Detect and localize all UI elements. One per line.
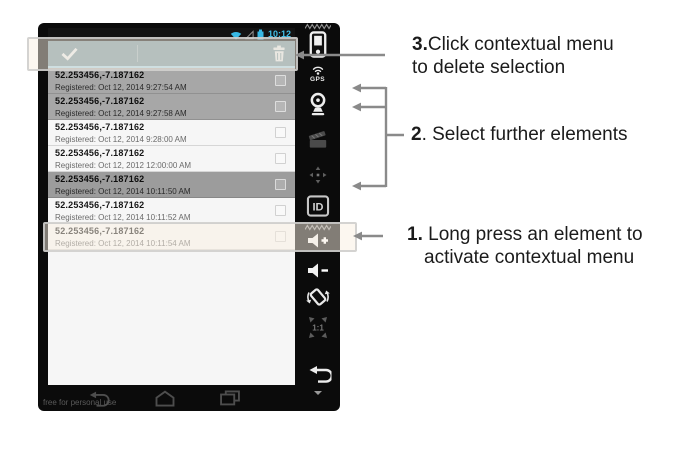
registered-text: Registered: Oct 12, 2014 9:28:00 AM: [55, 135, 187, 144]
step-text: Click contextual menu: [427, 34, 614, 55]
row-checkbox[interactable]: [275, 75, 286, 86]
dpad-icon[interactable]: [307, 164, 329, 186]
zigzag-divider-icon: [304, 23, 331, 30]
nav-recents-button[interactable]: [218, 390, 242, 406]
annotation-step-3: 3.Click contextual menu to delete select…: [412, 33, 614, 79]
highlight-long-press-row: [43, 222, 357, 252]
registered-text: Registered: Oct 12, 2014 9:27:58 AM: [55, 109, 187, 118]
step-number: 2: [411, 124, 422, 145]
ratio-label: 1:1: [312, 324, 324, 333]
nav-back-button[interactable]: [84, 390, 110, 408]
step-text-line2: to delete selection: [412, 57, 566, 78]
coordinate-text: 52.253456,-7.187162: [55, 174, 145, 184]
step-number: 3.: [412, 34, 428, 55]
sidebar-back-icon[interactable]: [304, 364, 331, 386]
row-checkbox[interactable]: [275, 153, 286, 164]
screencast-icon[interactable]: [307, 129, 329, 151]
highlight-action-bar: [27, 37, 298, 71]
annotation-step-2: 2. Select further elements: [411, 123, 628, 146]
row-checkbox[interactable]: [275, 101, 286, 112]
row-checkbox[interactable]: [275, 179, 286, 190]
coordinate-text: 52.253456,-7.187162: [55, 148, 145, 158]
gps-icon: [312, 66, 323, 75]
step-number: 1.: [407, 224, 423, 245]
bracket-step-2: [352, 83, 404, 191]
watermark-text: free for personal use: [43, 398, 117, 407]
row-checkbox[interactable]: [275, 127, 286, 138]
registered-text: Registered: Oct 12, 2014 10:11:52 AM: [55, 213, 191, 222]
webcam-icon[interactable]: [307, 92, 329, 117]
coordinate-text: 52.253456,-7.187162: [55, 122, 145, 132]
coordinate-text: 52.253456,-7.187162: [55, 96, 145, 106]
coordinate-text: 52.253456,-7.187162: [55, 200, 145, 210]
annotation-step-1: 1. Long press an element to activate con…: [407, 223, 643, 269]
wifi-icon: [230, 31, 242, 39]
collapse-triangle-icon[interactable]: [313, 391, 322, 395]
gps-label: GPS: [310, 76, 325, 83]
status-time: 10:12: [267, 29, 291, 39]
step-text: . Select further elements: [421, 124, 628, 145]
coordinate-text: 52.253456,-7.187162: [55, 70, 145, 80]
navigation-bar: free for personal use: [43, 387, 295, 411]
battery-control-icon[interactable]: [309, 31, 327, 58]
arrow-step-1: [353, 231, 383, 241]
registered-text: Registered: Oct 12, 2012 12:00:00 AM: [55, 161, 192, 170]
battery-icon: [257, 29, 264, 40]
step-text: Long press an element to: [422, 224, 643, 245]
row-checkbox[interactable]: [275, 205, 286, 216]
registered-text: Registered: Oct 12, 2014 10:11:50 AM: [55, 187, 191, 196]
gps-control[interactable]: GPS: [308, 66, 328, 83]
volume-down-icon[interactable]: [306, 262, 330, 279]
id-label: ID: [312, 201, 323, 213]
device-id-icon[interactable]: ID: [306, 195, 330, 217]
step-text-line2: activate contextual menu: [424, 247, 635, 268]
rotate-screen-icon[interactable]: [305, 284, 331, 310]
registered-text: Registered: Oct 12, 2014 9:27:54 AM: [55, 83, 187, 92]
nav-home-button[interactable]: [152, 390, 178, 407]
pixel-perfect-icon[interactable]: 1:1: [306, 315, 330, 340]
emulator-sidebar: GPS: [295, 23, 340, 411]
